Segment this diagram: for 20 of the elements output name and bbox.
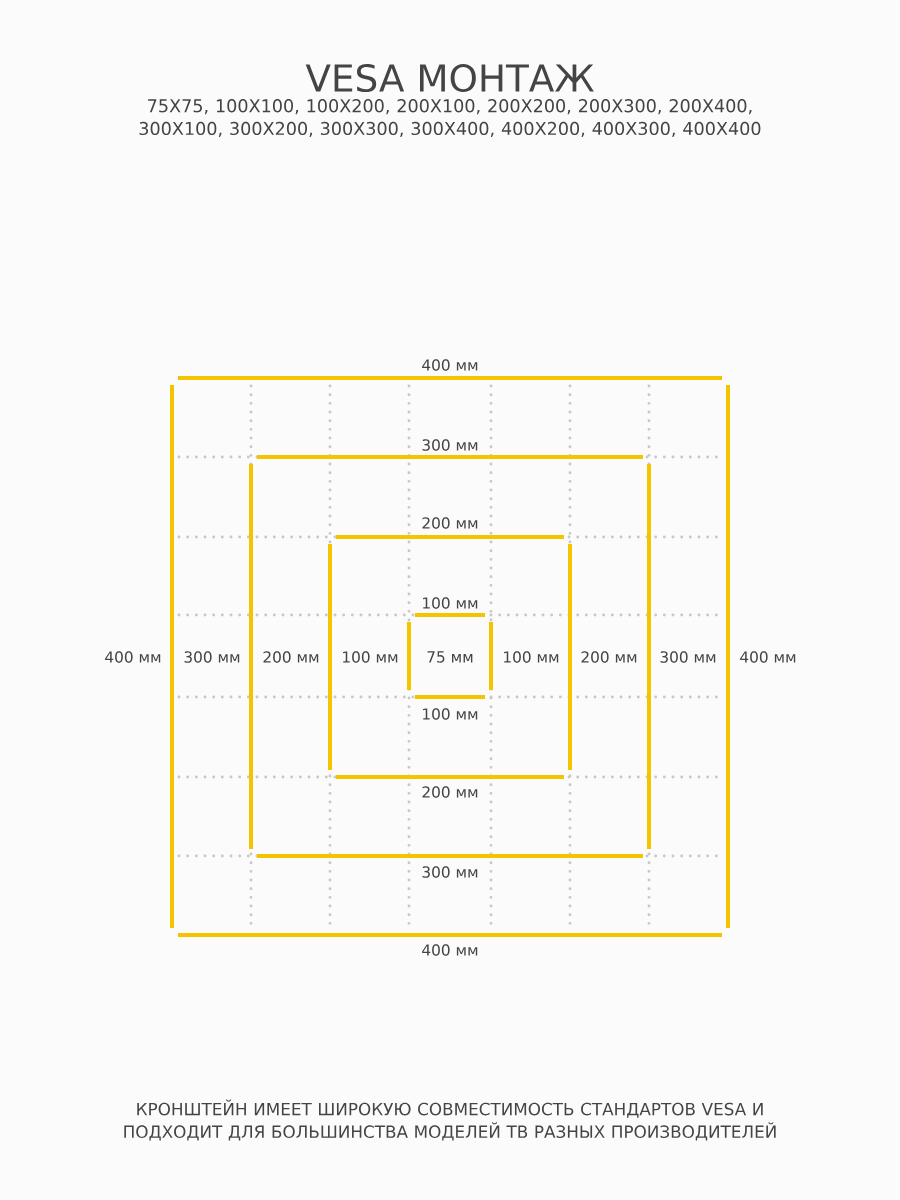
dimension-label: 75 мм <box>427 651 473 663</box>
dimension-label: 400 мм <box>740 651 796 663</box>
dimension-label: 400 мм <box>422 944 478 956</box>
dimension-label: 300 мм <box>660 651 716 663</box>
title: VESA МОНТАЖ <box>305 63 594 93</box>
dimension-label: 300 мм <box>184 651 240 663</box>
caption: КРОНШТЕЙН ИМЕЕТ ШИРОКУЮ СОВМЕСТИМОСТЬ СТАНДАРТОВ VESA И ПОДХОДИТ ДЛЯ БОЛЬШИНСТВА МОДЕЛЕЙ ТВ РАЗНЫХ ПРОИЗВОДИТЕЛЕЙ <box>124 1099 776 1141</box>
dimension-label: 200 мм <box>581 651 637 663</box>
dimension-label: 100 мм <box>343 651 398 663</box>
dimension-label: 300 мм <box>422 866 478 878</box>
dimension-label: 100 мм <box>504 651 559 663</box>
subtitle: 75X75, 100X100, 100X200, 200X100, 200X200, 200X300, 200X400, 300X100, 300X200, 300X300, 300X400, 400X200, 400X300, 400X400 <box>139 99 761 137</box>
dimension-label: 100 мм <box>423 708 478 720</box>
dimension-label: 400 мм <box>105 651 161 663</box>
dimension-label: 200 мм <box>422 786 478 798</box>
dimension-label: 200 мм <box>422 517 478 529</box>
dimension-label: 300 мм <box>422 439 478 451</box>
dimension-label: 200 мм <box>263 651 319 663</box>
dimension-label: 400 мм <box>422 359 478 371</box>
dimension-label: 100 мм <box>423 597 478 609</box>
